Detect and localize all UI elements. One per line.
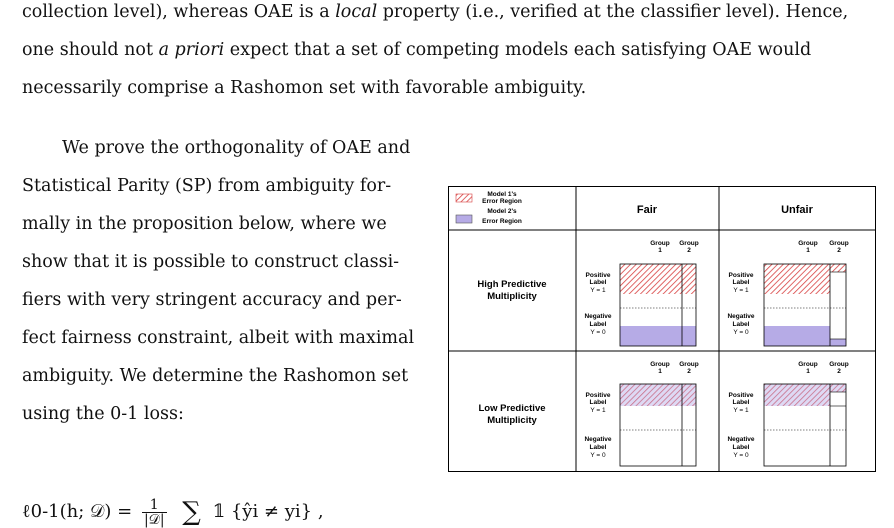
group1-number: 1	[658, 368, 662, 375]
group1-label: Group	[650, 240, 670, 247]
group2-number: 2	[837, 368, 841, 375]
text-line-3: necessarily comprise a Rashomon set with…	[22, 78, 587, 98]
col-header-unfair: Unfair	[781, 204, 814, 216]
legend-model2-line2: Error Region	[482, 218, 522, 225]
negative-label: Label	[590, 444, 607, 451]
overlap-region-hatch	[830, 384, 846, 392]
model2-error-region	[830, 339, 846, 346]
text-line-1: collection level), whereas OAE is a loca…	[22, 2, 848, 22]
group2-label: Group	[829, 361, 849, 368]
group1-label: Group	[798, 240, 818, 247]
text-line-6: mally in the proposition below, where we	[22, 214, 387, 234]
equation-numerator: 1	[141, 498, 167, 513]
model1-error-region	[620, 264, 696, 294]
group2-number: 2	[687, 247, 691, 254]
text-italic: local	[335, 2, 378, 22]
cell-box	[763, 263, 847, 347]
equation-denominator: |𝒟|	[143, 511, 165, 528]
model1-error-region	[830, 264, 846, 272]
positive-y: Y = 1	[733, 407, 749, 414]
positive-label: Positive	[729, 392, 754, 399]
model2-error-region	[764, 326, 830, 346]
overlap-region-hatch	[764, 384, 830, 406]
text-span: one should not	[22, 40, 159, 60]
positive-label: Label	[590, 279, 607, 286]
group2-number: 2	[837, 247, 841, 254]
text-line-5: Statistical Parity (SP) from ambiguity f…	[22, 176, 392, 196]
legend-model1-line1: Model 1's	[487, 191, 517, 198]
negative-label: Label	[590, 321, 607, 328]
equation-fraction: 1|𝒟|	[141, 498, 167, 528]
group1-label: Group	[798, 361, 818, 368]
negative-label: Negative	[584, 436, 611, 443]
text-span: expect that a set of competing models ea…	[224, 40, 812, 60]
legend-model1-line2: Error Region	[482, 198, 522, 205]
group1-number: 1	[658, 247, 662, 254]
equation-indicator: 𝟙 {ŷi ≠ yi} ,	[212, 501, 324, 522]
text-span: collection level), whereas OAE is a	[22, 2, 336, 22]
text-span: property (i.e., verified at the classifi…	[377, 2, 849, 22]
negative-label: Negative	[727, 436, 754, 443]
text-line-11: using the 0-1 loss:	[22, 404, 184, 424]
text-italic: a priori	[158, 40, 225, 60]
row-header-high-line1: High Predictive	[477, 279, 546, 290]
positive-y: Y = 1	[590, 287, 606, 294]
positive-label: Positive	[729, 272, 754, 279]
negative-label: Negative	[584, 313, 611, 320]
cell-box	[763, 383, 847, 467]
group1-number: 1	[806, 247, 810, 254]
text-line-7: show that it is possible to construct cl…	[22, 252, 400, 272]
row-header-high-line2: Multiplicity	[487, 291, 537, 302]
cell-low-fair: Group 1 Group 2 Positive Label Y = 1 Neg…	[584, 361, 699, 467]
row-header-low-line1: Low Predictive	[478, 403, 545, 414]
text-line-4: We prove the orthogonality of OAE and	[62, 138, 411, 158]
negative-y: Y = 0	[590, 329, 606, 336]
group2-label: Group	[679, 240, 699, 247]
legend-model2-line1: Model 2's	[487, 208, 517, 215]
negative-label: Label	[733, 321, 750, 328]
text-line-9: fect fairness constraint, albeit with ma…	[22, 328, 415, 348]
text-line-2: one should not a priori expect that a se…	[22, 40, 811, 60]
row-header-low-line2: Multiplicity	[487, 415, 537, 426]
figure-svg: Model 1's Error Region Model 2's Error R…	[448, 186, 876, 472]
equation-sum: ∑	[182, 497, 201, 527]
model2-error-region	[620, 326, 696, 346]
positive-label: Label	[590, 399, 607, 406]
positive-label: Positive	[586, 392, 611, 399]
group2-number: 2	[687, 368, 691, 375]
loss-equation: ℓ0-1(h; 𝒟) = 1|𝒟| ∑ 𝟙 {ŷi ≠ yi} ,	[22, 497, 324, 527]
negative-y: Y = 0	[733, 452, 749, 459]
group2-label: Group	[679, 361, 699, 368]
positive-y: Y = 1	[733, 287, 749, 294]
negative-y: Y = 0	[733, 329, 749, 336]
col-header-fair: Fair	[637, 204, 658, 216]
group1-number: 1	[806, 368, 810, 375]
cell-box	[619, 383, 697, 467]
model1-error-region	[764, 264, 830, 294]
cell-high-unfair: Group 1 Group 2 Positive Label Y = 1 Neg…	[727, 240, 849, 347]
positive-label: Label	[733, 399, 750, 406]
legend-model2-swatch	[455, 214, 473, 224]
overlap-region-hatch	[620, 384, 696, 406]
cell-high-fair: Group 1 Group 2 Positive Label Y = 1 Neg…	[584, 240, 699, 347]
multiplicity-figure: Model 1's Error Region Model 2's Error R…	[448, 186, 876, 472]
negative-label: Label	[733, 444, 750, 451]
group1-label: Group	[650, 361, 670, 368]
negative-y: Y = 0	[590, 452, 606, 459]
legend-model1-swatch	[455, 193, 473, 203]
positive-label: Label	[733, 279, 750, 286]
text-line-8: fiers with very stringent accuracy and p…	[22, 290, 402, 310]
group2-label: Group	[829, 240, 849, 247]
figure-frame	[448, 186, 876, 472]
negative-label: Negative	[727, 313, 754, 320]
positive-label: Positive	[586, 272, 611, 279]
equation-lhs: ℓ0-1(h; 𝒟) =	[22, 501, 133, 522]
text-line-10: ambiguity. We determine the Rashomon set	[22, 366, 409, 386]
positive-y: Y = 1	[590, 407, 606, 414]
cell-low-unfair: Group 1 Group 2 Positive Label Y = 1 Neg…	[727, 361, 849, 467]
cell-box	[619, 263, 697, 347]
